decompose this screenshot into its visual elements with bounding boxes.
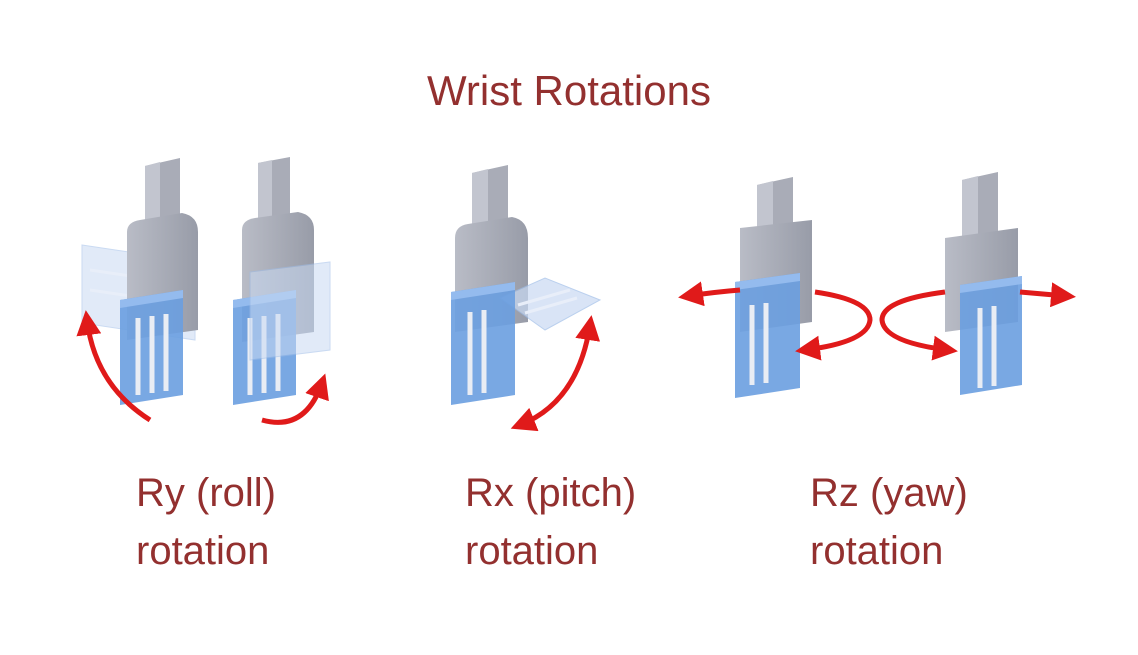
caption-yaw-line1: Rz (yaw) (810, 471, 968, 515)
yaw-arrow-left-out (678, 281, 741, 307)
roll-wrist-left (81, 158, 198, 405)
yaw-arrow-right-loop (879, 289, 958, 361)
yaw-wrist-left (735, 177, 812, 398)
roll-arrow-left (76, 310, 152, 423)
caption-pitch-line2: rotation (465, 529, 599, 573)
caption-roll-line1: Ry (roll) (136, 471, 276, 515)
caption-roll-line2: rotation (136, 529, 270, 573)
caption-yaw-line2: rotation (810, 529, 944, 573)
pitch-wrist (451, 165, 602, 405)
diagram-title: Wrist Rotations (427, 67, 711, 114)
caption-roll: Ry (roll) rotation (136, 464, 276, 580)
yaw-arrow-left-loop (795, 289, 873, 361)
roll-wrist-right (233, 157, 331, 405)
yaw-arrow-right-out (1019, 282, 1076, 308)
roll-arrow-right (261, 373, 329, 425)
caption-yaw: Rz (yaw) rotation (810, 464, 968, 580)
pitch-arrow (510, 315, 601, 432)
yaw-wrist-right (945, 172, 1022, 395)
caption-pitch-line1: Rx (pitch) (465, 471, 637, 515)
caption-pitch: Rx (pitch) rotation (465, 464, 636, 580)
